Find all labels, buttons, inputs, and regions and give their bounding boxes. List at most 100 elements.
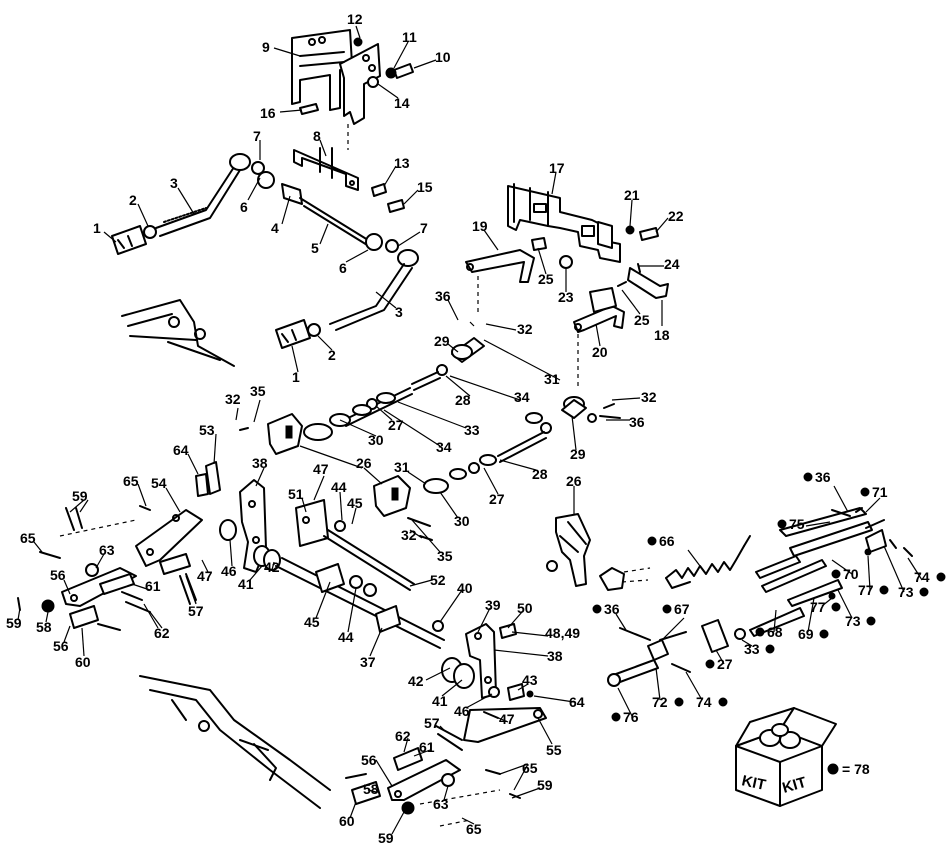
- callout-8: 8: [313, 128, 321, 144]
- callout-9: 9: [262, 39, 270, 55]
- callout-65: 65: [466, 821, 482, 837]
- callout-32: 32: [517, 321, 533, 337]
- callout-64: 64: [569, 694, 585, 710]
- drag-link-assembly: [239, 337, 621, 541]
- callout-56: 56: [53, 638, 69, 654]
- kit-callout-69: 69: [798, 626, 814, 642]
- callout-27: 27: [388, 417, 404, 433]
- callout-15: 15: [417, 179, 433, 195]
- callout-32: 32: [641, 389, 657, 405]
- callout-39: 39: [485, 597, 501, 613]
- callout-65: 65: [20, 530, 36, 546]
- callout-41: 41: [238, 576, 254, 592]
- kit-box-label-left: KIT: [740, 772, 767, 794]
- callout-10: 10: [435, 49, 451, 65]
- callout-56: 56: [361, 752, 377, 768]
- callout-48-49: 48,49: [545, 625, 580, 641]
- callout-61: 61: [145, 578, 161, 594]
- mounting-bracket-assembly: [291, 29, 414, 213]
- callout-35: 35: [437, 548, 453, 564]
- kit-callout-36: 36: [604, 601, 620, 617]
- kit-callout-36: 36: [815, 469, 831, 485]
- callout-59: 59: [6, 615, 22, 631]
- callout-47: 47: [499, 711, 515, 727]
- lower-shaft-left: [195, 461, 475, 689]
- tie-rod-assembly-upper: [111, 153, 399, 255]
- callout-28: 28: [455, 392, 471, 408]
- kit-callout-71: 71: [872, 484, 888, 500]
- callout-59: 59: [72, 488, 88, 504]
- front-support-assembly: [465, 183, 669, 390]
- callout-59: 59: [537, 777, 553, 793]
- callout-26: 26: [356, 455, 372, 471]
- callout-25: 25: [538, 271, 554, 287]
- kit-callout-70: 70: [843, 566, 859, 582]
- callout-30: 30: [454, 513, 470, 529]
- kit-callout-73: 73: [845, 613, 861, 629]
- callout-6: 6: [240, 199, 248, 215]
- kit-legend-text: = 78: [842, 761, 870, 777]
- callout-45: 45: [304, 614, 320, 630]
- callout-44: 44: [331, 479, 347, 495]
- callout-38: 38: [252, 455, 268, 471]
- callout-32: 32: [401, 527, 417, 543]
- callout-7: 7: [253, 128, 261, 144]
- callout-22: 22: [668, 208, 684, 224]
- callout-62: 62: [395, 728, 411, 744]
- callout-31: 31: [544, 371, 560, 387]
- callout-1: 1: [292, 369, 300, 385]
- kit-parts-group: [607, 507, 913, 687]
- kit-callout-33: 33: [744, 641, 760, 657]
- callout-53: 53: [199, 422, 215, 438]
- callout-2: 2: [129, 192, 137, 208]
- callout-65: 65: [522, 760, 538, 776]
- callout-7: 7: [420, 220, 428, 236]
- callout-1: 1: [93, 220, 101, 236]
- callout-62: 62: [154, 625, 170, 641]
- leader-lines: [17, 25, 923, 835]
- callout-12: 12: [347, 11, 363, 27]
- callout-58: 58: [36, 619, 52, 635]
- callout-65: 65: [123, 473, 139, 489]
- callout-26: 26: [566, 473, 582, 489]
- callout-16: 16: [260, 105, 276, 121]
- callout-41: 41: [432, 693, 448, 709]
- kit-callout-77: 77: [810, 599, 826, 615]
- callout-3: 3: [395, 304, 403, 320]
- kit-legend: KIT KIT = 78: [735, 707, 870, 807]
- callout-4: 4: [271, 220, 279, 236]
- callout-44: 44: [338, 629, 354, 645]
- callout-60: 60: [75, 654, 91, 670]
- callout-64: 64: [173, 442, 189, 458]
- callout-18: 18: [654, 327, 670, 343]
- callout-17: 17: [549, 160, 565, 176]
- callout-38: 38: [547, 648, 563, 664]
- callout-5: 5: [311, 240, 319, 256]
- tie-rod-assembly-lower: [275, 249, 419, 349]
- kit-callout-77: 77: [858, 582, 874, 598]
- lower-arm-left: [17, 505, 203, 631]
- callout-63: 63: [99, 542, 115, 558]
- callout-11: 11: [402, 29, 417, 45]
- callout-47: 47: [313, 461, 329, 477]
- callout-24: 24: [664, 256, 680, 272]
- callout-46: 46: [221, 563, 237, 579]
- callout-2: 2: [328, 347, 336, 363]
- kit-callout-67: 67: [674, 601, 690, 617]
- callout-13: 13: [394, 155, 410, 171]
- frame-fragment-left: [121, 299, 235, 367]
- kit-callout-73: 73: [898, 584, 914, 600]
- callout-52: 52: [430, 572, 446, 588]
- callout-32: 32: [225, 391, 241, 407]
- callout-61: 61: [419, 739, 435, 755]
- callout-45: 45: [347, 495, 363, 511]
- lower-arm-right: [345, 620, 547, 827]
- callout-29: 29: [434, 333, 450, 349]
- callout-37: 37: [360, 654, 376, 670]
- callout-19: 19: [472, 218, 488, 234]
- callout-59: 59: [378, 830, 394, 846]
- callout-47: 47: [197, 568, 213, 584]
- callout-labels: 12 9 11 10 14 16 7 8 13 15 3 2 6 1 4 5 6…: [6, 11, 684, 846]
- callout-60: 60: [339, 813, 355, 829]
- callout-3: 3: [170, 175, 178, 191]
